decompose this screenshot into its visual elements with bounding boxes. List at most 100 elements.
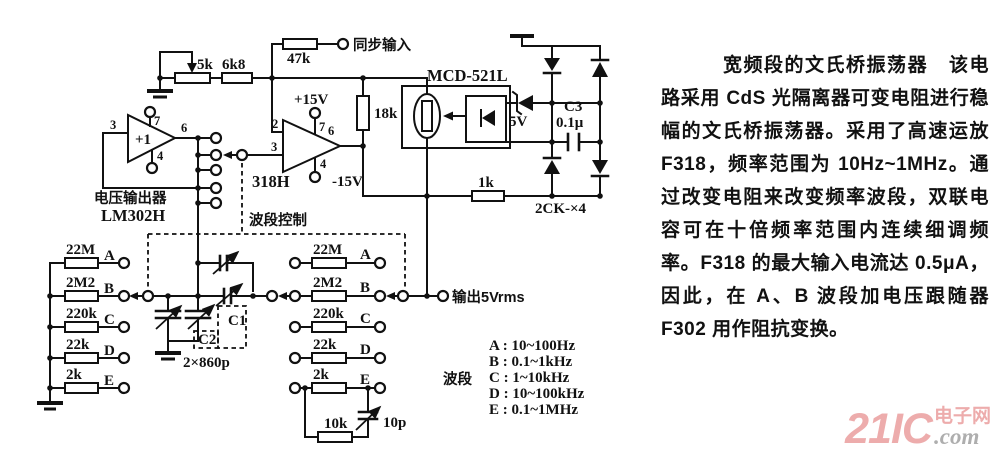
variable-cap-arrow-icon xyxy=(187,303,216,330)
bank-resistor xyxy=(311,352,347,364)
bank-letter: C xyxy=(104,312,115,328)
vplus-label: +15V xyxy=(294,92,329,108)
article-text: 宽频段的文氏桥振荡器该电路采用 CdS 光隔离器可变电阻进行稳幅的文氏桥振荡器。… xyxy=(661,49,989,346)
logo-site-name: 电子网 xyxy=(933,406,991,427)
cap-c3: C3 0.1μ xyxy=(549,99,603,152)
bank-value: 2M2 xyxy=(313,275,342,291)
trim-r-value: 10k xyxy=(324,416,348,432)
resistor-1k-row: 1k xyxy=(362,175,603,202)
variable-cap-arrow-icon xyxy=(155,304,183,330)
switch-contact xyxy=(373,351,387,365)
band-row: D : 10~100kHz xyxy=(489,386,585,402)
follower-name-label: LM302H xyxy=(101,206,165,225)
resistor-47k-value: 47k xyxy=(287,51,311,67)
switch-contact xyxy=(117,256,131,270)
band-table: 波段 A : 10~100Hz B : 0.1~1kHz C : 1~10kHz… xyxy=(443,338,585,418)
band-control-linkage: 波段控制 xyxy=(147,211,406,290)
bank-value: 22M xyxy=(66,242,95,258)
pin-6: 6 xyxy=(328,124,334,138)
amp-vplus-terminal xyxy=(308,106,322,120)
pin-2: 2 xyxy=(272,117,278,131)
diode-icon xyxy=(592,160,608,174)
zener-value: 5V xyxy=(509,114,528,130)
bank-value: 2k xyxy=(66,367,83,383)
sync-input-label: 同步输入 xyxy=(353,36,411,54)
bank-letter: E xyxy=(360,372,370,388)
bank-letter: E xyxy=(104,373,114,389)
switch-pole xyxy=(141,289,155,303)
gang-link-box xyxy=(193,330,219,349)
c3-value: 0.1μ xyxy=(556,115,584,131)
pot-value: 5k xyxy=(197,57,214,73)
bank-letter: C xyxy=(360,311,371,327)
left-resistor-bank: 22M A 2M2 B 220k C 22k D 2k E xyxy=(37,242,155,411)
bank-letter: D xyxy=(360,342,371,358)
bank-letter: A xyxy=(104,248,115,264)
switch-pole xyxy=(235,148,249,162)
pin-7: 7 xyxy=(319,120,325,134)
bank-letter: B xyxy=(104,281,114,297)
zener-5v: 5V xyxy=(509,90,603,130)
switch-contact xyxy=(288,256,302,270)
resistor-10k xyxy=(317,431,353,443)
pin-3: 3 xyxy=(271,140,277,154)
switch-contact xyxy=(209,163,223,177)
trim-c-value: 10p xyxy=(383,415,406,431)
switch-pole xyxy=(396,289,410,303)
light-arrow-icon xyxy=(443,111,453,121)
bank-resistor xyxy=(311,257,347,269)
band-table-label: 波段 xyxy=(443,370,472,388)
bank-letter: D xyxy=(104,343,115,359)
potentiometer-5k xyxy=(174,72,211,84)
wiper-arrow-icon xyxy=(223,151,232,159)
band-row: A : 10~100Hz xyxy=(489,338,575,354)
c3-name: C3 xyxy=(564,99,582,115)
switch-contact xyxy=(117,320,131,334)
bank-value: 22M xyxy=(313,242,342,258)
amp-vminus-terminal xyxy=(308,170,322,184)
resistor-1k-value: 1k xyxy=(478,175,495,191)
resistor-18k-value: 18k xyxy=(374,106,398,122)
bias-network: 5k 6k8 xyxy=(147,51,428,99)
wiper-arrow-icon xyxy=(386,292,395,300)
switch-contact xyxy=(288,289,302,303)
c1-label: C1 xyxy=(228,313,246,329)
pin-4: 4 xyxy=(320,157,327,171)
sync-input-terminal xyxy=(336,37,350,51)
follower-role-label: 电压输出器 xyxy=(94,189,167,207)
output-terminal-circle xyxy=(436,289,450,303)
vminus-label: -15V xyxy=(332,174,363,190)
right-resistor-bank: 22M A 2M2 B 220k C 22k D 2k E xyxy=(288,242,410,443)
bank-resistor xyxy=(64,321,99,333)
bank-value: 22k xyxy=(66,337,90,353)
bank-value: 220k xyxy=(313,306,345,322)
pin-3: 3 xyxy=(110,118,116,132)
zener-diode-icon xyxy=(518,95,533,111)
switch-contact xyxy=(373,289,387,303)
variable-cap-arrow-icon xyxy=(355,405,382,431)
pin-4: 4 xyxy=(157,149,164,163)
article-body: 该电路采用 CdS 光隔离器可变电阻进行稳幅的文氏桥振荡器。采用了高速运放 F3… xyxy=(661,55,989,340)
bank-letter: B xyxy=(360,280,370,296)
switch-contact xyxy=(209,181,223,195)
switch-contact xyxy=(209,148,223,162)
bank-value: 22k xyxy=(313,337,337,353)
switch-contact xyxy=(373,320,387,334)
follower-gain: +1 xyxy=(135,132,151,148)
resistor-1k xyxy=(471,190,505,202)
bank-resistor xyxy=(64,382,99,394)
opamp-318h: 2 3 7 +15V 4 -15V 318H 6 xyxy=(252,77,366,191)
sync-branch: 47k 同步输入 xyxy=(271,36,411,79)
pin-7: 7 xyxy=(154,114,160,128)
logo-21ic: 21IC 电子网 .com xyxy=(845,406,991,451)
amp-name-label: 318H xyxy=(252,172,290,191)
switch-contact xyxy=(373,381,387,395)
bank-value: 220k xyxy=(66,306,98,322)
c2-label: C2 xyxy=(198,332,216,348)
switch-contact xyxy=(117,351,131,365)
switch-contact xyxy=(288,381,302,395)
follower-pin7-terminal xyxy=(143,105,157,119)
bank-value: 2k xyxy=(313,367,330,383)
bridge-label: 2CK-×4 xyxy=(535,201,587,217)
